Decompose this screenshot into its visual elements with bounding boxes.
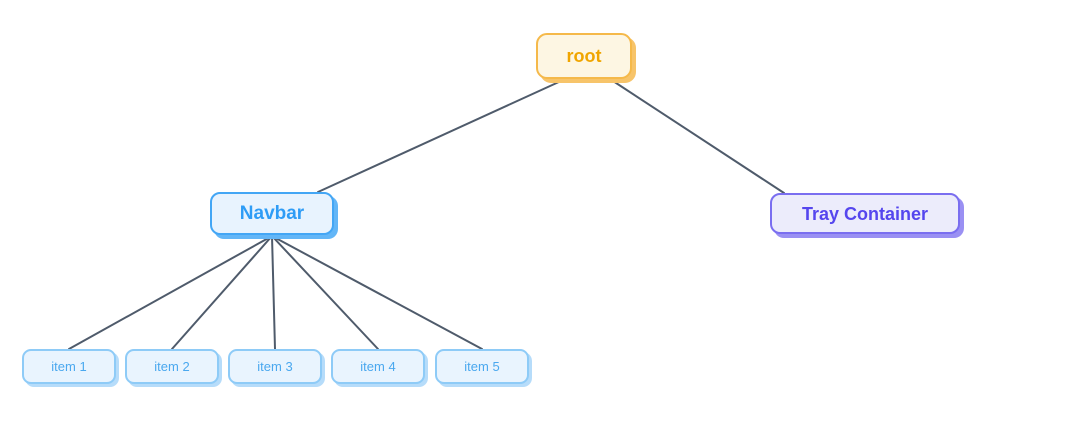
edge-navbar-to-item5 xyxy=(271,235,483,350)
node-tray-container-label: Tray Container xyxy=(801,203,929,224)
node-root-label: root xyxy=(566,46,602,66)
node-item-3[interactable]: item 3 xyxy=(228,349,322,384)
node-item-2-label: item 2 xyxy=(154,359,190,374)
edge-root-to-tray xyxy=(612,80,785,194)
node-navbar[interactable]: Navbar xyxy=(210,192,334,235)
node-item-1[interactable]: item 1 xyxy=(22,349,116,384)
node-item-5[interactable]: item 5 xyxy=(435,349,529,384)
edge-navbar-to-item1 xyxy=(68,235,273,350)
edge-navbar-to-item4 xyxy=(271,235,379,350)
node-item-5-label: item 5 xyxy=(464,359,500,374)
node-tray-container[interactable]: Tray Container xyxy=(770,193,960,234)
edge-navbar-to-item2 xyxy=(171,235,273,350)
edge-navbar-to-item3 xyxy=(271,235,276,350)
node-item-4-label: item 4 xyxy=(360,359,396,374)
node-root[interactable]: root xyxy=(536,33,632,79)
node-item-2[interactable]: item 2 xyxy=(125,349,219,384)
node-item-3-label: item 3 xyxy=(257,359,293,374)
edge-root-to-navbar xyxy=(317,80,562,193)
node-item-1-label: item 1 xyxy=(51,359,87,374)
node-navbar-label: Navbar xyxy=(239,203,305,224)
node-item-4[interactable]: item 4 xyxy=(331,349,425,384)
